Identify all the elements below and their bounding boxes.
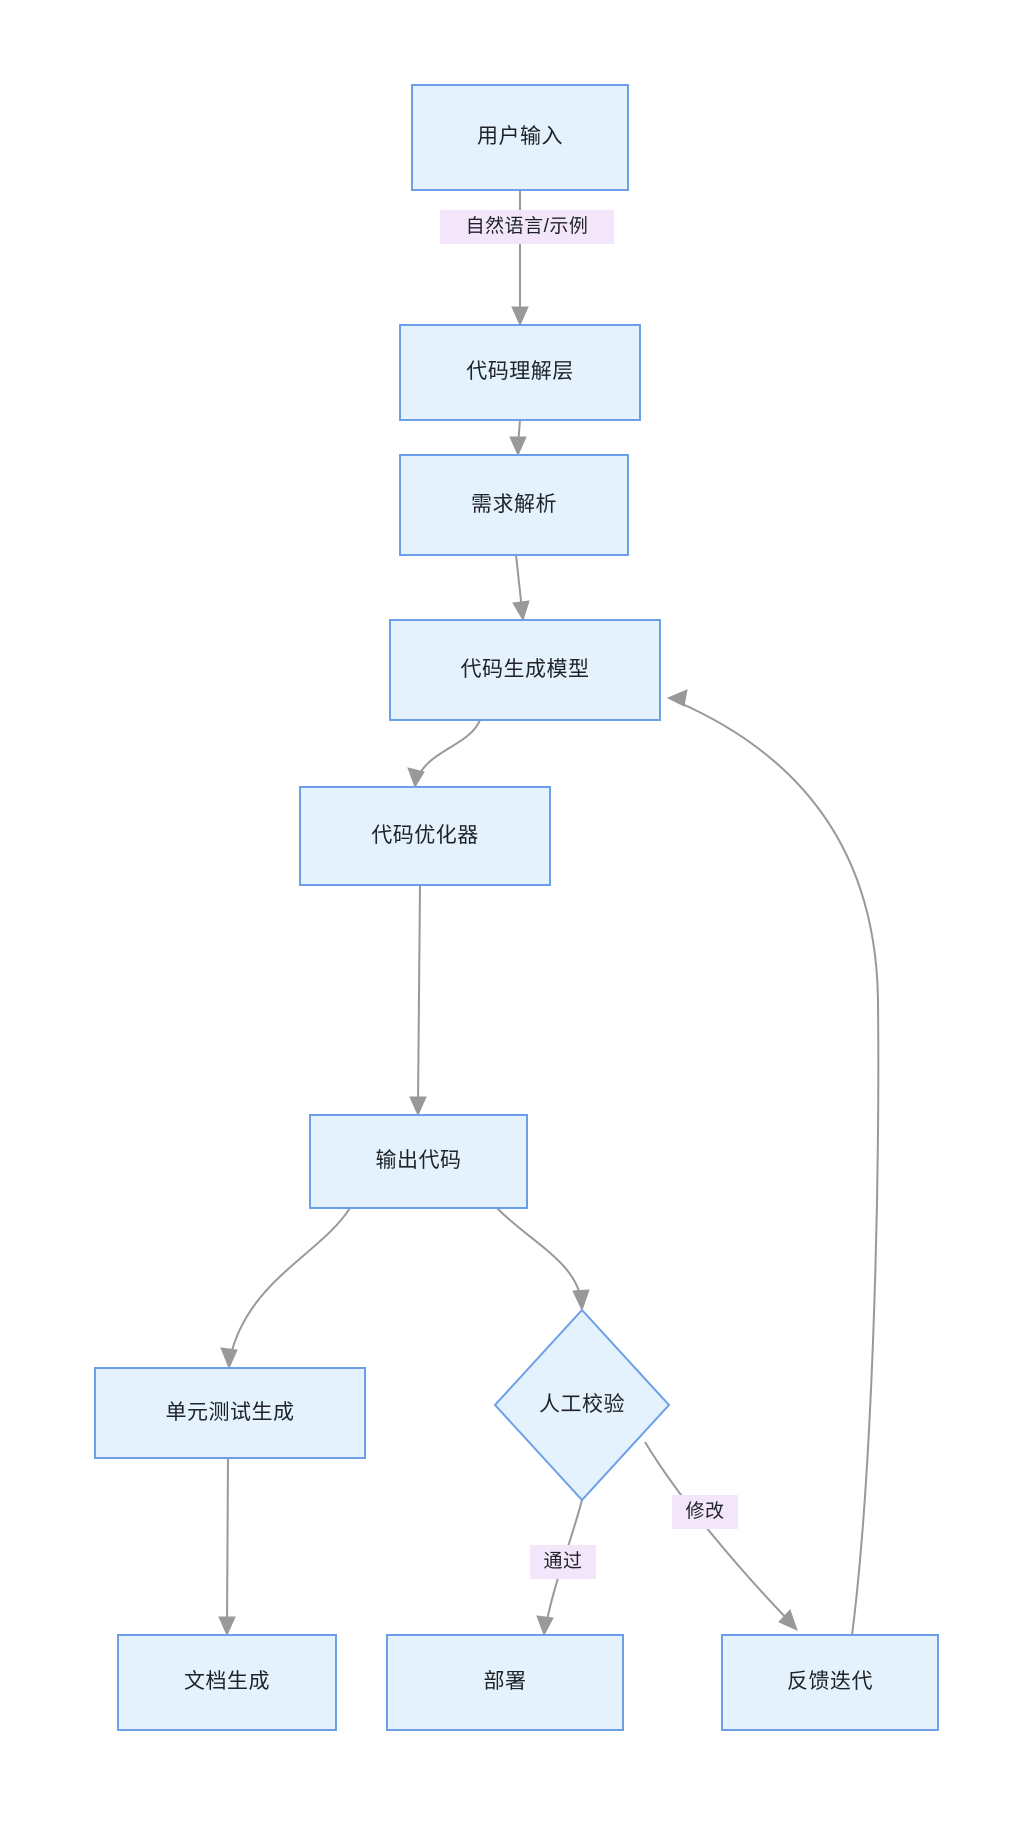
arrowhead-n8-n10 <box>536 1615 554 1637</box>
arrowhead-n6-n8 <box>572 1289 590 1312</box>
node-unit-test-generation[interactable] <box>94 1367 366 1459</box>
arrowhead-n6-n7 <box>220 1347 238 1370</box>
edge-n6-n7 <box>229 1207 351 1359</box>
arrowhead-n4-n5 <box>407 767 425 789</box>
arrowhead-n8-n11 <box>778 1609 798 1631</box>
node-code-understanding[interactable] <box>399 324 641 421</box>
edge-n6-n8 <box>496 1207 582 1301</box>
edge-n7-n9 <box>226 1457 229 1626</box>
node-shape-group <box>94 84 939 1731</box>
edge-n3-n4 <box>515 554 523 611</box>
arrowhead-n2-n3 <box>509 436 527 457</box>
arrowhead-n11-n4 <box>666 689 688 707</box>
node-doc-generation[interactable] <box>117 1634 337 1731</box>
edge-label-pass: 通过 <box>530 1545 596 1579</box>
node-user-input[interactable] <box>411 84 629 191</box>
edge-n8-n11 <box>644 1441 791 1623</box>
arrowhead-n5-n6 <box>409 1096 427 1117</box>
edge-n5-n6 <box>417 884 421 1106</box>
edge-n11-n4 <box>677 701 880 1636</box>
edge-n4-n5 <box>417 719 481 778</box>
node-deployment[interactable] <box>386 1634 624 1731</box>
node-feedback-iteration[interactable] <box>721 1634 939 1731</box>
node-output-code[interactable] <box>309 1114 528 1209</box>
node-requirement-parsing[interactable] <box>399 454 629 556</box>
node-code-generation-model[interactable] <box>389 619 661 721</box>
arrowhead-n3-n4 <box>512 600 530 622</box>
node-code-optimizer[interactable] <box>299 786 551 886</box>
arrowhead-n7-n9 <box>218 1616 236 1637</box>
node-manual-verification[interactable] <box>493 1308 671 1502</box>
edge-label-natural-language-example: 自然语言/示例 <box>440 210 614 244</box>
edge-label-revise: 修改 <box>672 1495 738 1529</box>
arrowhead-n1-n2 <box>511 306 529 327</box>
